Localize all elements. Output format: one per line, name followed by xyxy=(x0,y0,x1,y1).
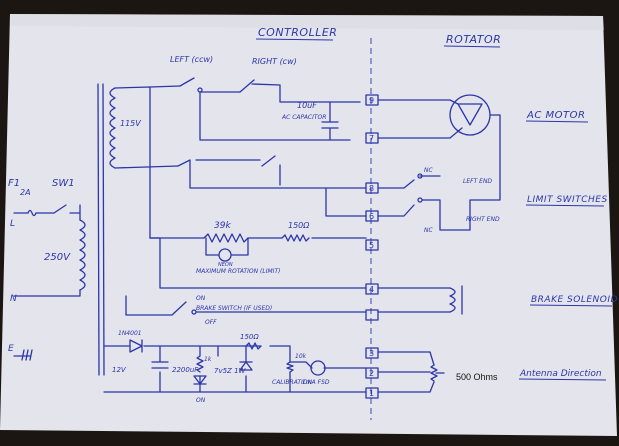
brake-switch-contact xyxy=(191,309,197,315)
led-resistor-symbol xyxy=(196,355,204,373)
limit-switch-right-contact xyxy=(417,197,423,203)
brake-switch-off-label: OFF xyxy=(205,319,217,326)
brake-solenoid-coil xyxy=(449,287,456,313)
transformer-voltage: 115V xyxy=(120,119,141,128)
cal-resistor-label: 10k xyxy=(295,353,307,360)
left-switch-label: LEFT (ccw) xyxy=(170,55,213,64)
zener-resistor-symbol xyxy=(245,342,262,350)
cal-resistor-symbol xyxy=(286,361,294,373)
brake-switch-label: BRAKE SWITCH (IF USED) xyxy=(196,305,272,312)
rotator-underline xyxy=(443,45,501,48)
mains-primary-coil xyxy=(79,219,86,291)
right-switch-blade xyxy=(239,79,255,93)
diode-symbol xyxy=(129,339,143,353)
cap-2200-label: 2200uF xyxy=(172,366,199,374)
transformer-core-1 xyxy=(97,83,100,376)
neon-note: MAXIMUM ROTATION (LIMIT) xyxy=(196,268,280,275)
live-label: L xyxy=(10,219,15,229)
brake-switch-on-label: ON xyxy=(196,295,206,302)
meter-symbol xyxy=(310,360,326,376)
left-switch-contact xyxy=(197,87,203,93)
cap-2200-symbol xyxy=(151,361,169,369)
pot-symbol xyxy=(430,364,445,382)
earth-symbol xyxy=(13,349,33,361)
mains-voltage-label: 250V xyxy=(44,252,71,263)
left-switch-blade xyxy=(179,77,195,87)
limit-switch-nc-2: NC xyxy=(424,227,433,234)
terminal-1: 1 xyxy=(369,389,374,398)
cal-label: CALIBRATION xyxy=(272,379,313,386)
led-symbol xyxy=(193,375,207,385)
resistor-150-label: 150Ω xyxy=(288,221,310,230)
earth-label: E xyxy=(8,344,14,354)
limit-right-end-label: RIGHT END xyxy=(466,216,500,223)
neon-lamp-symbol xyxy=(218,248,232,262)
zener-symbol xyxy=(239,361,253,371)
limit-switch-left-contact xyxy=(417,173,423,179)
limit-switches-underline xyxy=(525,204,605,207)
resistor-150 xyxy=(281,234,310,242)
antenna-direction-underline xyxy=(518,378,607,381)
neon-label: NEON xyxy=(218,262,233,268)
terminal-9: 9 xyxy=(369,96,374,105)
paper-sheet xyxy=(0,14,617,436)
fuse-rating: 2A xyxy=(20,188,31,197)
motor-to-limits xyxy=(469,114,501,231)
brake-solenoid-underline xyxy=(529,304,613,307)
brake-solenoid-wiring xyxy=(125,237,451,316)
controller-underline xyxy=(255,38,334,41)
resistor-39k xyxy=(203,233,249,243)
fuse-symbol xyxy=(27,209,37,217)
pot-value-label: 500 Ohms xyxy=(456,372,498,382)
limit-switches-label: LIMIT SWITCHES xyxy=(527,195,608,205)
mains-switch-label: SW1 xyxy=(52,178,75,189)
led-resistor-label: 1k xyxy=(204,356,212,363)
zener-label: 7v5Z 1W xyxy=(214,367,247,375)
right-switch-label: RIGHT (cw) xyxy=(252,57,297,66)
terminal-8: 8 xyxy=(369,184,374,193)
secondary-12v-label: 12V xyxy=(112,366,127,374)
terminal-4: 4 xyxy=(369,285,374,294)
zener-resistor-label: 150Ω xyxy=(240,333,259,341)
diode-label: 1N4001 xyxy=(118,330,142,337)
transformer-core-2 xyxy=(102,83,105,376)
terminal-5: 5 xyxy=(369,241,374,250)
capacitor-value: 10uF xyxy=(297,101,317,110)
resistor-39k-label: 39k xyxy=(214,221,231,231)
terminal-6: 6 xyxy=(369,212,374,221)
brake-solenoid-label: BRAKE SOLENOID xyxy=(531,295,618,305)
capacitor-note: AC CAPACITOR xyxy=(281,114,326,121)
ac-motor-label: AC MOTOR xyxy=(526,110,585,121)
rotator-title: ROTATOR xyxy=(446,33,501,46)
terminal-7: 7 xyxy=(369,134,374,143)
top-bus-wiring xyxy=(114,83,361,239)
neutral-label: N xyxy=(10,294,17,304)
ac-motor-underline xyxy=(525,120,589,123)
limit-switch-nc-1: NC xyxy=(424,167,433,174)
ac-motor-windings xyxy=(457,103,483,126)
antenna-direction-label: Antenna Direction xyxy=(519,369,602,379)
terminal-3: 3 xyxy=(369,349,374,358)
fuse-label: F1 xyxy=(8,178,20,189)
mains-wiring xyxy=(13,204,81,297)
neon-row-wiring xyxy=(149,237,367,256)
limit-left-end-label: LEFT END xyxy=(463,178,492,185)
controller-title: CONTROLLER xyxy=(258,26,337,39)
paper-shadow xyxy=(10,14,604,30)
meter-label: 1mA FSD xyxy=(302,379,330,386)
transformer-secondary-coil xyxy=(109,87,116,169)
terminal-2: 2 xyxy=(369,369,374,378)
ac-capacitor-symbol xyxy=(321,101,339,141)
led-label: ON xyxy=(196,397,206,404)
